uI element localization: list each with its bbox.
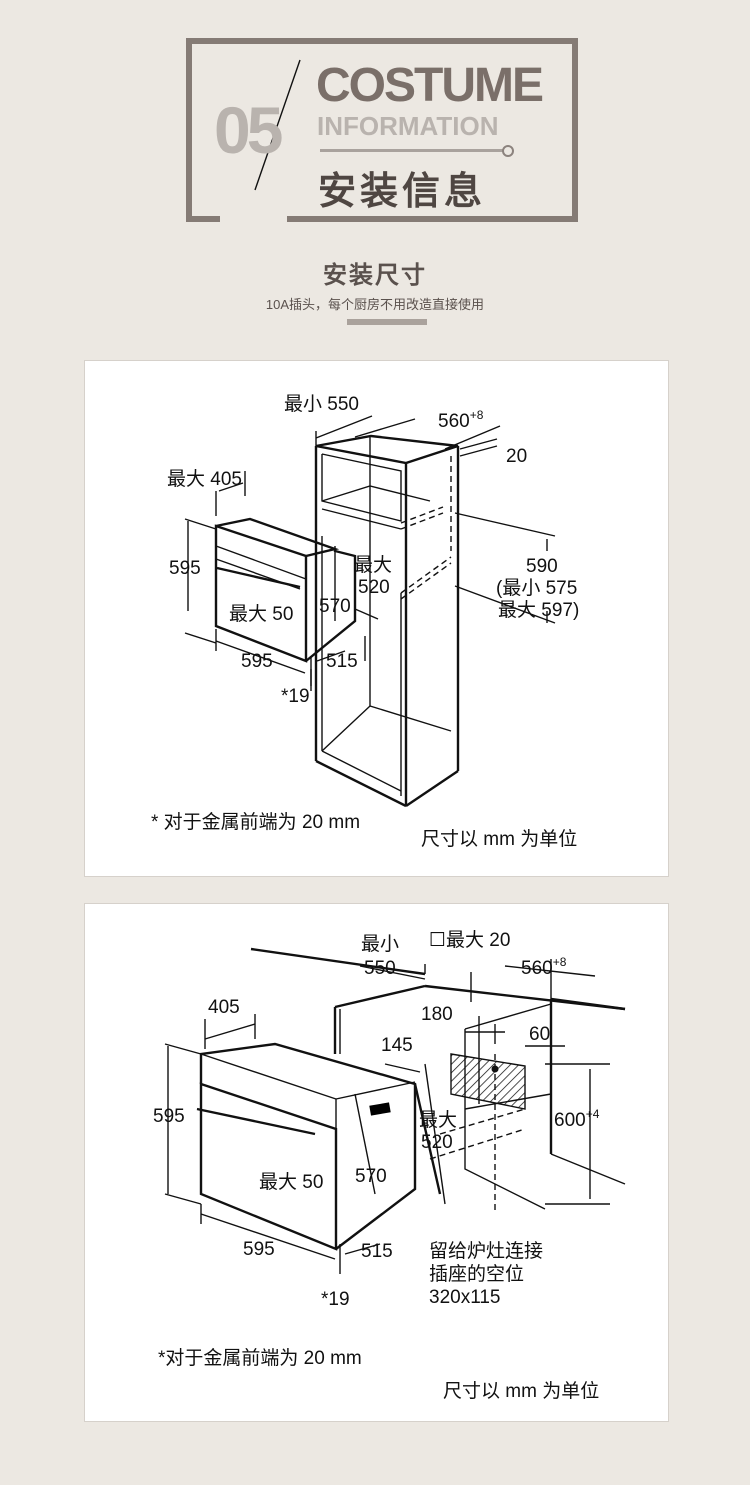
dim-520: 520	[358, 577, 390, 598]
dim-max-20: ☐最大 20	[429, 929, 510, 951]
footnote: * 对于金属前端为 20 mm	[151, 811, 360, 833]
socket-note-line-3: 320x115	[429, 1287, 501, 1308]
dim-width-595: 595	[241, 651, 273, 672]
cabinet-lines	[314, 434, 460, 808]
dim-width-595: 595	[243, 1239, 275, 1260]
dim-560-value: 560	[438, 411, 470, 432]
dim-590: 590	[526, 556, 558, 577]
header-title-cn: 安装信息	[318, 168, 487, 213]
section-number: 05	[214, 93, 283, 167]
dim-560-tolerance: +8	[553, 955, 567, 969]
section-title: 安装尺寸	[323, 260, 427, 289]
dim-height-595: 595	[169, 558, 201, 579]
dim-height-595: 595	[153, 1106, 185, 1127]
socket-note-line-1: 留给炉灶连接	[429, 1240, 543, 1262]
dim-max-label: 最大	[354, 554, 392, 576]
header-rule-dot	[502, 145, 514, 157]
dim-145: 145	[381, 1035, 413, 1056]
dim-max-50: 最大 50	[259, 1171, 323, 1193]
oven-lines	[196, 1042, 417, 1251]
dim-560-value: 560	[521, 958, 553, 979]
dim-19: *19	[321, 1289, 350, 1310]
header-frame-bottom-left	[186, 216, 220, 222]
header-frame-bottom-right	[287, 216, 572, 222]
header-rule	[320, 149, 506, 152]
dim-max-597: 最大 597)	[498, 599, 579, 621]
unit-note: 尺寸以 mm 为单位	[421, 828, 577, 850]
dim-min-label: 最小	[361, 933, 399, 955]
header-frame	[186, 38, 578, 222]
oven-lines	[214, 517, 357, 663]
dim-520: 520	[421, 1132, 453, 1153]
dimension-lines	[164, 959, 610, 1274]
dim-570: 570	[319, 596, 351, 617]
socket-area	[450, 1053, 526, 1110]
dim-max-405: 最大 405	[167, 468, 242, 490]
dim-60: 60	[529, 1024, 550, 1045]
footnote: *对于金属前端为 20 mm	[158, 1347, 362, 1369]
dim-max-50: 最大 50	[229, 603, 293, 625]
section-subtitle: 10A插头，每个厨房不用改造直接使用	[265, 297, 485, 312]
dim-515: 515	[326, 651, 358, 672]
dim-180: 180	[421, 1004, 453, 1025]
dim-600-value: 600	[554, 1110, 586, 1131]
socket-note-line-2: 插座的空位	[429, 1263, 524, 1285]
dim-570: 570	[355, 1166, 387, 1187]
dim-515: 515	[361, 1241, 393, 1262]
counter-lines	[250, 947, 626, 1214]
dim-560: 560+8	[438, 408, 484, 432]
dim-min-575: (最小 575	[496, 577, 577, 599]
dim-600: 600+4	[554, 1107, 600, 1131]
dim-600-tolerance: +4	[586, 1107, 600, 1121]
header-title-en-2: INFORMATION	[317, 111, 499, 141]
dim-405: 405	[208, 997, 240, 1018]
diagram-tall-cabinet: 最小 550 560+8 20 最大 405 595 最大 520 590 (最…	[84, 360, 669, 877]
dim-560-tolerance: +8	[470, 408, 484, 422]
dim-20: 20	[506, 446, 527, 467]
dim-max-label: 最大	[419, 1109, 457, 1131]
dim-560: 560+8	[521, 955, 567, 979]
tall-cabinet-drawing: 最小 550 560+8 20 最大 405 595 最大 520 590 (最…	[151, 393, 579, 850]
dim-550: 550	[364, 958, 396, 979]
dim-min-550: 最小 550	[284, 393, 359, 415]
slash-divider	[254, 59, 301, 191]
unit-note: 尺寸以 mm 为单位	[443, 1380, 599, 1402]
section-underline	[347, 319, 427, 325]
under-counter-drawing: 最小 550 ☐最大 20 560+8 405 180 60 145 595 最…	[153, 929, 626, 1402]
diagram-under-counter: 最小 550 ☐最大 20 560+8 405 180 60 145 595 最…	[84, 903, 669, 1422]
dimension-lines	[184, 415, 556, 691]
dim-19: *19	[281, 686, 310, 707]
header-title-en-1: COSTUME	[316, 59, 544, 112]
